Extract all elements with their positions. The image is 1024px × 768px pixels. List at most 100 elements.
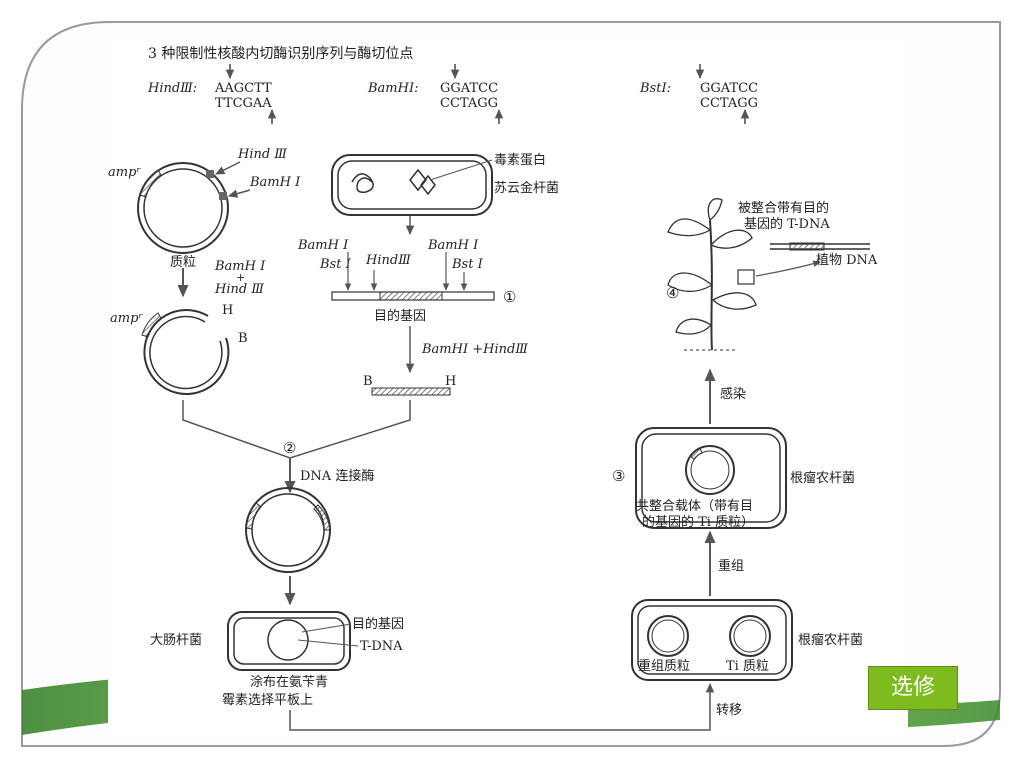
tdna-pointer (297, 639, 359, 647)
leaf (667, 272, 714, 293)
chromosome-coil (351, 173, 374, 194)
recombinant-plasmid-ring (647, 615, 689, 657)
fragment-h-end: H (445, 374, 456, 389)
cut-plasmid-ring-inner (149, 315, 223, 390)
plasmid-ring-outer (137, 162, 229, 254)
ti-plasmid-label: Ti 质粒 (726, 659, 769, 674)
detail-pointer (755, 260, 821, 277)
enzyme-name: BamHⅠ: (367, 81, 418, 96)
bacterium-name: 苏云金杆菌 (494, 180, 559, 196)
cell-wall-outer (631, 599, 793, 681)
plant-stem (709, 219, 713, 351)
toxin-pointer (429, 159, 493, 181)
recombinant-plasmid (245, 487, 331, 573)
leaf (711, 292, 757, 310)
sequence-top: GGATCC (700, 81, 758, 96)
cointegrate-label-2: 的基因的 Ti 质粒） (642, 514, 754, 530)
cut-h-end: H (222, 303, 233, 318)
amp-gene-segment (245, 502, 262, 530)
ecoli-wall-outer (227, 611, 351, 671)
plasmid-label: 质粒 (170, 255, 196, 270)
digest-enzyme-1: BamH Ⅰ (214, 259, 266, 274)
bamhi-site-label: BamH Ⅰ (249, 175, 301, 190)
cointegrate-label-1: 共整合载体（带有目 (636, 499, 753, 514)
site-marker (219, 192, 227, 200)
ecoli-host-label: 大肠杆菌 (150, 633, 202, 648)
cointegrate-ring-inner (690, 450, 730, 490)
plate-text-1: 涂布在氨苄青 (250, 674, 328, 690)
gene-region (379, 291, 443, 301)
ligase-label: DNA 连接酶 (300, 468, 374, 484)
cut-amp-label: ampʳ (110, 311, 143, 326)
amp-gene-segment (139, 169, 162, 198)
gene-pointer (301, 623, 352, 633)
plasmid: ampʳ Hind Ⅲ BamH Ⅰ 质粒 (108, 147, 301, 270)
agro-top-host: 根瘤农杆菌 (790, 470, 855, 486)
toxin-crystal (409, 168, 436, 196)
step-1-marker: ① (503, 288, 516, 306)
bsti-left-label: Bst Ⅰ (319, 257, 352, 272)
cut-plasmid: ampʳ H B (110, 303, 248, 396)
step-3-marker: ③ (612, 467, 625, 485)
hindiii-site-label: Hind Ⅲ (237, 147, 287, 162)
figure-title: 3 种限制性核酸内切酶识别序列与酶切位点 (148, 46, 413, 62)
bacterium-cell: 毒素蛋白 苏云金杆菌 (331, 152, 559, 216)
agro-bottom-host: 根瘤农杆菌 (798, 632, 863, 648)
leaf (675, 318, 712, 335)
recombine-label: 重组 (718, 558, 744, 574)
bacterium-inner-wall (337, 160, 487, 210)
gene-digest-enzymes: BamHⅠ +HindⅢ (421, 342, 528, 357)
sequence-top: AAGCTT (214, 81, 272, 96)
ti-plasmid-ring (729, 615, 771, 657)
cell-wall-outer (635, 427, 787, 529)
recombinant-plasmid-ring-inner (651, 619, 685, 653)
bamhi-left-label: BamH Ⅰ (297, 238, 349, 253)
amp-gene-segment (141, 312, 162, 338)
plate-text-2: 霉素选择平板上 (222, 693, 313, 708)
cointegrate-ring (685, 445, 735, 495)
amp-label: ampʳ (108, 165, 141, 180)
integrated-tdna-label-1: 被整合带有目的 (738, 200, 829, 216)
transfer-path (289, 682, 715, 731)
plasmid-ring-inner (143, 168, 223, 248)
bacterium-outer-wall (331, 154, 493, 216)
leaf (667, 218, 712, 237)
transfer-label: 转移 (716, 703, 742, 718)
cut-plasmid-ring (143, 309, 230, 396)
agrobacterium-top: ③ 根瘤农杆菌 共整合载体（带有目 的基因的 Ti 质粒） (612, 427, 855, 530)
infect-label: 感染 (720, 386, 746, 402)
fragment-b-end: B (363, 374, 373, 389)
target-gene-label: 目的基因 (374, 308, 426, 324)
step-4-marker: ④ (666, 284, 679, 302)
cell-detail-box (737, 269, 755, 285)
site-marker (206, 170, 214, 178)
plant-dna-label: 植物 DNA (816, 253, 878, 268)
cell-wall-inner (641, 433, 781, 523)
hindiii-label: HindⅢ (365, 253, 411, 268)
digest-plus: + (236, 271, 245, 284)
enzyme-bamhi: BamHⅠ: GGATCC CCTAGG (367, 64, 504, 124)
cell-wall-inner (637, 605, 787, 675)
leaf (709, 229, 753, 249)
bamhi-pointer (227, 189, 251, 198)
bamhi-right-label: BamH Ⅰ (427, 238, 479, 253)
sequence-bottom: CCTAGG (440, 96, 498, 111)
integrated-tdna-label-2: 基因的 T-DNA (744, 216, 830, 232)
enzyme-name: BstⅠ: (639, 81, 671, 96)
gene-fragment: B H (363, 374, 456, 396)
transgenic-plant: ④ 被整合带有目的 基因的 T-DNA 植物 DNA (666, 198, 878, 351)
ecoli-tdna-label: T-DNA (360, 639, 403, 654)
target-gene: BamH Ⅰ Bst Ⅰ HindⅢ BamH Ⅰ Bst Ⅰ ① 目的基因 (297, 238, 516, 324)
sequence-bottom: CCTAGG (700, 96, 758, 111)
cut-b-end: B (238, 331, 248, 346)
ti-plasmid-ring-inner (733, 619, 767, 653)
toxin-label: 毒素蛋白 (494, 152, 546, 168)
hindiii-pointer (215, 161, 241, 175)
fragment-strip (371, 387, 451, 396)
ecoli-wall-inner (233, 617, 345, 665)
ecoli-gene-label: 目的基因 (352, 616, 404, 632)
enzyme-name: HindⅢ: (147, 81, 197, 96)
enzyme-hindiii: HindⅢ: AAGCTT TTCGAA (147, 64, 277, 124)
sequence-bottom: TTCGAA (215, 96, 272, 111)
